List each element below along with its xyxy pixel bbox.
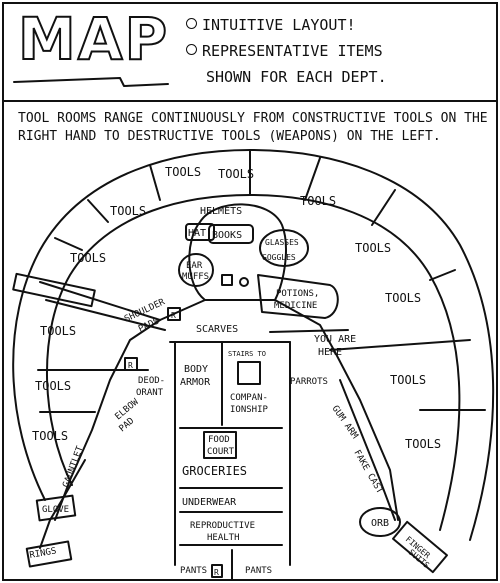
tools-label: TOOLS — [32, 429, 68, 443]
head-outline — [188, 203, 287, 301]
food-court-label: FOOD — [208, 435, 230, 445]
potions-room — [257, 274, 339, 319]
note-text: INTUITIVE LAYOUT! — [202, 16, 356, 34]
restroom-box — [167, 307, 181, 321]
title-underline — [13, 77, 169, 87]
orb-room — [359, 507, 401, 537]
tools-label: TOOLS — [390, 373, 426, 387]
tools-label: TOOLS — [110, 204, 146, 218]
ring-divider — [87, 199, 109, 223]
glasses-label: GLASSES — [265, 238, 299, 247]
gum-arm-label: GUM ARM — [330, 404, 360, 441]
companionship-label: COMPAN- — [230, 393, 268, 403]
ring-divider — [329, 339, 471, 351]
restroom-mark: R — [214, 568, 219, 577]
tools-label: TOOLS — [385, 291, 421, 305]
potions-label: MEDICINE — [274, 301, 317, 311]
tools-label: TOOLS — [300, 194, 336, 208]
earmuffs-label: MUFFS — [182, 272, 209, 282]
right-arm — [339, 379, 396, 521]
hat-shelf — [185, 223, 215, 241]
ring-divider — [54, 237, 83, 251]
you-are-here-pointer — [269, 329, 349, 333]
pants-label: PANTS — [245, 566, 272, 576]
left-body-edge — [54, 319, 161, 521]
groceries-label: GROCERIES — [182, 464, 247, 478]
companionship-label: IONSHIP — [230, 405, 269, 415]
rings-label: RINGS — [29, 546, 57, 561]
tools-label: TOOLS — [218, 167, 254, 181]
reproductive-health-label: HEALTH — [207, 533, 240, 543]
orb-label: ORB — [371, 518, 389, 529]
tools-label: TOOLS — [40, 324, 76, 338]
stairs-icon-box — [237, 361, 261, 385]
body-armor-label: ARMOR — [180, 377, 211, 388]
hat-label: HAT — [188, 228, 206, 239]
glove-label: GLOVE — [42, 505, 69, 515]
helmets-label: HELMETS — [200, 206, 242, 217]
left-corridor — [39, 281, 161, 321]
restroom-mark: R — [128, 361, 133, 370]
note-line: REPRESENTATIVE ITEMS — [186, 38, 486, 64]
glove-shelf — [35, 494, 77, 522]
food-court-label: COURT — [207, 447, 235, 457]
fake-cast-label: FAKE CAST — [351, 449, 384, 497]
weapon-case — [12, 272, 96, 308]
bullet-icon — [186, 44, 197, 55]
map-title: MAP — [17, 5, 170, 73]
books-label: BOOKS — [212, 230, 242, 241]
goggles-label: GOGGLES — [262, 253, 296, 262]
scarves-label: SCARVES — [196, 324, 238, 335]
reproductive-health-label: REPRODUCTIVE — [190, 521, 255, 531]
tools-label: TOOLS — [355, 241, 391, 255]
note-text: SHOWN FOR EACH DEPT. — [206, 68, 387, 86]
left-arm — [39, 459, 86, 549]
earmuffs-room — [178, 253, 214, 287]
note-text: REPRESENTATIVE ITEMS — [202, 42, 383, 60]
header-divider — [4, 100, 496, 102]
stairs-to-label: STAIRS TO — [228, 350, 266, 358]
body-armor-label: BODY — [184, 364, 208, 375]
pants-label: PANTS — [180, 566, 207, 576]
tools-label: TOOLS — [165, 165, 201, 179]
note-line: INTUITIVE LAYOUT! — [186, 12, 486, 38]
you-are-here-label: HERE — [318, 347, 342, 358]
rings-shelf — [25, 540, 73, 568]
note-line: SHOWN FOR EACH DEPT. — [186, 64, 486, 90]
potions-label: POTIONS, — [276, 289, 319, 299]
restroom-mark: R — [171, 311, 176, 320]
ring-divider — [371, 189, 396, 226]
underwear-label: UNDERWEAR — [182, 497, 237, 508]
intro-caption: TOOL ROOMS RANGE CONTINUOUSLY FROM CONST… — [18, 111, 488, 144]
head-stair-marker — [239, 277, 249, 287]
glasses-goggles-room — [259, 229, 309, 267]
ring-outer — [12, 149, 495, 541]
ring-divider — [304, 157, 321, 201]
finger-suits-shelf — [392, 520, 448, 574]
header-notes: INTUITIVE LAYOUT! REPRESENTATIVE ITEMS S… — [186, 12, 486, 90]
books-shelf — [208, 224, 254, 244]
earmuffs-label: EAR — [186, 261, 203, 271]
ring-divider — [45, 299, 166, 331]
ring-divider — [149, 164, 161, 201]
restroom-box — [211, 564, 223, 578]
tools-label: TOOLS — [70, 251, 106, 265]
right-body-edge — [159, 299, 399, 521]
you-are-here-marker — [221, 274, 233, 286]
parrots-label: PARROTS — [290, 377, 328, 387]
deodorant-label: ORANT — [136, 388, 164, 398]
ring-divider — [429, 269, 456, 281]
food-court-box — [203, 431, 237, 459]
restroom-box — [124, 357, 138, 371]
deodorant-label: DEOD- — [138, 376, 165, 386]
you-are-here-label: YOU ARE — [314, 334, 356, 345]
tools-label: TOOLS — [405, 437, 441, 451]
tools-label: TOOLS — [35, 379, 71, 393]
bullet-icon — [186, 18, 197, 29]
shoulder-pads-label: PADS — [137, 316, 161, 334]
